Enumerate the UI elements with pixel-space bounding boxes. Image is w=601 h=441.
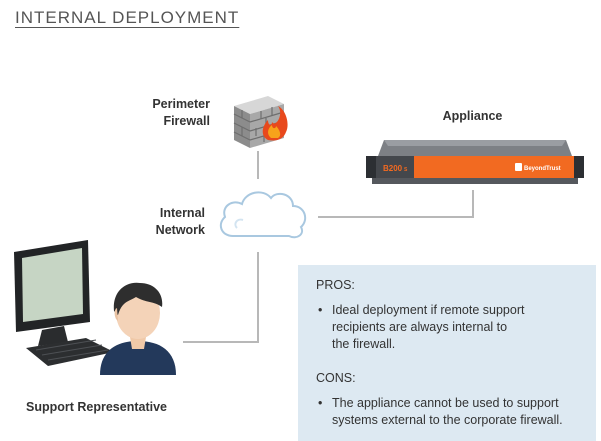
network-rep-link-h xyxy=(183,341,259,343)
pros-list: Ideal deployment if remote support recip… xyxy=(316,302,580,353)
network-rep-link-v xyxy=(257,252,259,342)
support-representative-label: Support Representative xyxy=(26,400,168,414)
computer-monitor-icon xyxy=(14,240,114,366)
firewall-label: Perimeter Firewall xyxy=(152,97,210,128)
appliance-device: B200 S BeyondTrust xyxy=(366,140,584,184)
appliance-model: B200 xyxy=(383,164,403,173)
cons-list: The appliance cannot be used to support … xyxy=(316,395,580,429)
cons-heading: CONS: xyxy=(316,371,356,385)
network-appliance-link-h xyxy=(318,216,474,218)
network-appliance-link-v xyxy=(472,190,474,217)
pros-cons-panel: PROS: Ideal deployment if remote support… xyxy=(298,265,596,441)
pros-heading: PROS: xyxy=(316,278,355,292)
page-title: INTERNAL DEPLOYMENT xyxy=(15,8,240,27)
brand-logo-icon xyxy=(515,163,522,171)
appliance-brand: BeyondTrust xyxy=(524,166,561,172)
support-representative-avatar xyxy=(100,282,176,375)
cons-item: The appliance cannot be used to support … xyxy=(316,395,580,429)
network-label: Internal Network xyxy=(155,206,205,237)
appliance-model-suffix: S xyxy=(404,167,408,173)
pros-item: Ideal deployment if remote support recip… xyxy=(316,302,580,353)
firewall-network-link xyxy=(257,151,259,179)
appliance-label: Appliance xyxy=(442,109,503,123)
firewall-icon xyxy=(233,96,288,148)
cloud-icon xyxy=(219,191,307,239)
